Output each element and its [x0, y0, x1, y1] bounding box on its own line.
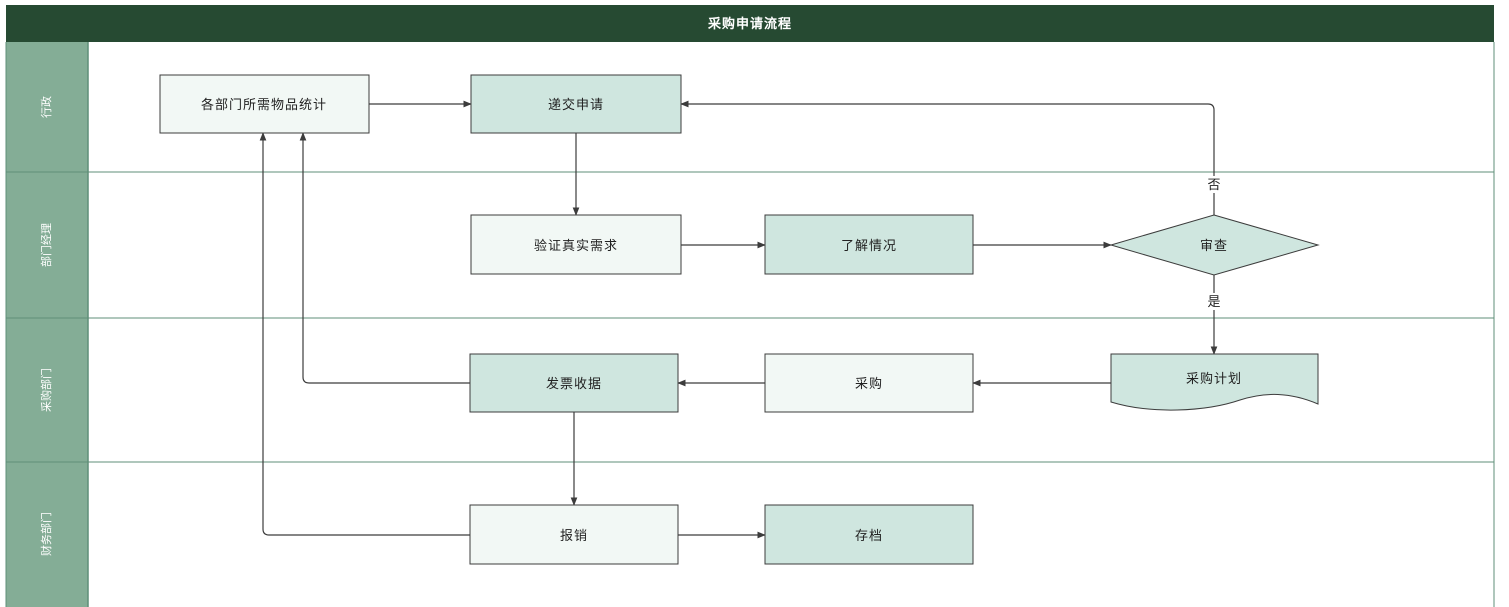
edge-label-yes: 是: [1207, 295, 1220, 310]
node-review-label: 审查: [1200, 239, 1228, 254]
node-purchase-label: 采购: [855, 376, 883, 392]
nodes: 各部门所需物品统计 递交申请 验证真实需求 了解情况 审查 发票收据 采购: [160, 75, 1318, 564]
node-understand[interactable]: 了解情况: [765, 215, 973, 274]
edge-reimburse-to-stats: [263, 133, 470, 535]
edge-invoice-to-stats: [303, 133, 470, 383]
node-invoice[interactable]: 发票收据: [470, 354, 678, 412]
node-stats[interactable]: 各部门所需物品统计: [160, 75, 369, 133]
lane-label-finance: 财务部门: [39, 512, 53, 556]
node-submit[interactable]: 递交申请: [471, 75, 681, 133]
edge-review-no-to-submit: [681, 104, 1214, 215]
node-understand-label: 了解情况: [841, 239, 897, 254]
edge-label-no: 否: [1207, 178, 1220, 193]
lane-label-purchasing: 采购部门: [39, 368, 53, 412]
node-review[interactable]: 审查: [1111, 215, 1318, 275]
lane-headers: 行政 部门经理 采购部门 财务部门: [6, 42, 88, 607]
lane-label-dept-manager: 部门经理: [39, 223, 53, 267]
node-plan[interactable]: 采购计划: [1111, 354, 1318, 410]
diagram-title: 采购申请流程: [707, 16, 792, 32]
node-archive[interactable]: 存档: [765, 505, 973, 564]
node-invoice-label: 发票收据: [546, 376, 602, 392]
node-purchase[interactable]: 采购: [765, 354, 973, 412]
node-reimburse-label: 报销: [560, 529, 588, 544]
node-submit-label: 递交申请: [548, 97, 604, 113]
lane-label-admin: 行政: [39, 96, 53, 118]
node-reimburse[interactable]: 报销: [470, 505, 678, 564]
node-archive-label: 存档: [855, 529, 883, 544]
node-plan-label: 采购计划: [1186, 371, 1242, 387]
node-stats-label: 各部门所需物品统计: [201, 97, 327, 113]
node-verify[interactable]: 验证真实需求: [471, 215, 681, 274]
edges: [263, 104, 1214, 535]
node-verify-label: 验证真实需求: [534, 238, 618, 254]
